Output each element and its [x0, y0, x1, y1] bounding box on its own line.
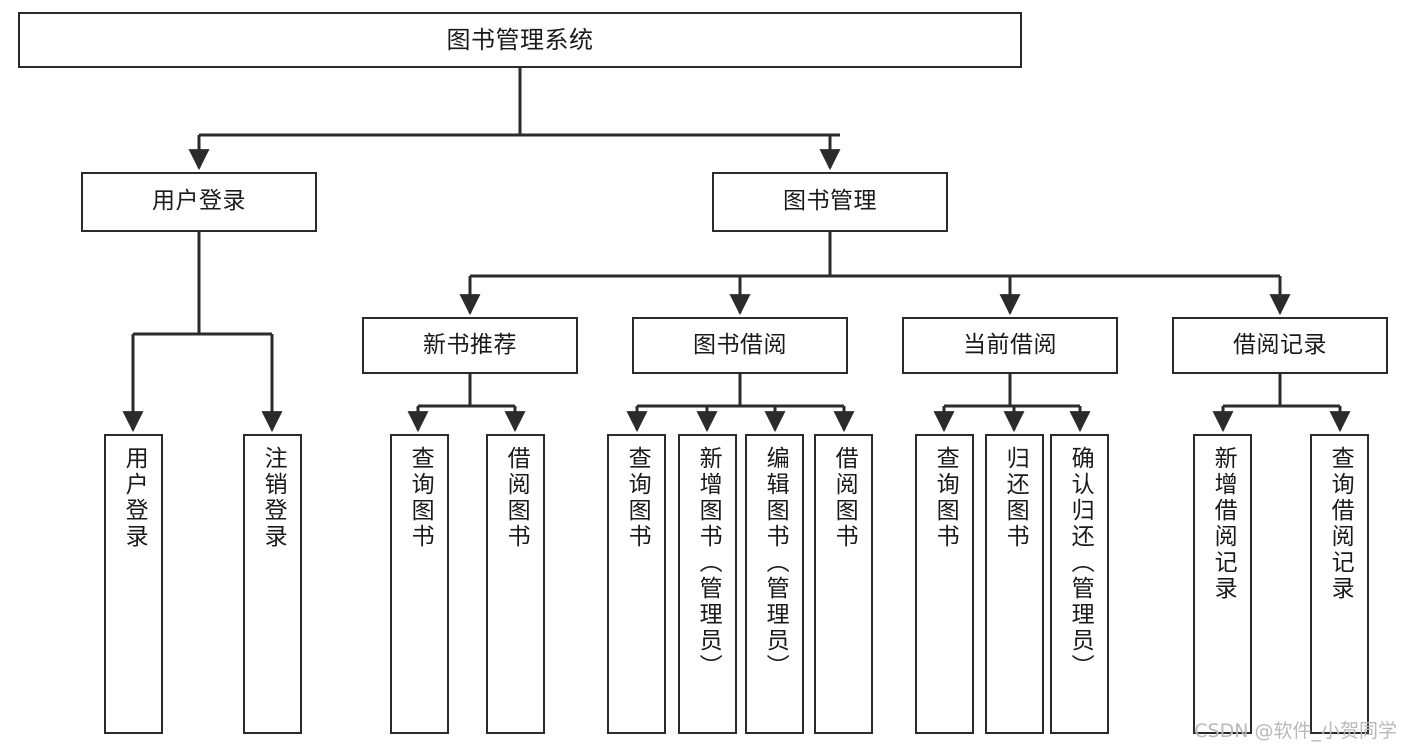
watermark: CSDN @软件_小贺同学: [1194, 720, 1397, 742]
node-label: 查询图书: [407, 446, 434, 550]
node-root-system[interactable]: 图书管理系统: [18, 12, 1022, 68]
node-borrow-record[interactable]: 借阅记录: [1172, 317, 1388, 374]
node-leaf-add-book-admin[interactable]: 新增图书（管理员）: [678, 434, 737, 734]
node-label: 查询借阅记录: [1327, 446, 1354, 602]
node-new-book-recommend[interactable]: 新书推荐: [362, 317, 578, 374]
node-user-login[interactable]: 用户登录: [81, 172, 317, 232]
node-label: 新书推荐: [423, 331, 517, 358]
node-leaf-confirm-return-admin[interactable]: 确认归还（管理员）: [1050, 434, 1109, 734]
node-leaf-add-borrow-record[interactable]: 新增借阅记录: [1193, 434, 1252, 734]
node-leaf-user-logout[interactable]: 注销登录: [243, 434, 302, 734]
node-label: 借阅图书: [503, 446, 530, 550]
node-label: 归还图书: [1002, 446, 1029, 550]
node-label: 借阅图书: [831, 446, 858, 550]
node-label: 用户登录: [152, 188, 246, 215]
node-label: 当前借阅: [963, 331, 1057, 358]
node-current-borrow[interactable]: 当前借阅: [902, 317, 1118, 374]
node-label: 新增借阅记录: [1210, 446, 1237, 602]
node-leaf-return-book[interactable]: 归还图书: [985, 434, 1044, 734]
node-label: 新增图书（管理员）: [695, 446, 722, 680]
node-label: 编辑图书（管理员）: [762, 446, 789, 680]
node-leaf-borrow-book[interactable]: 借阅图书: [814, 434, 873, 734]
node-label: 查询图书: [932, 446, 959, 550]
node-leaf-query-book-new[interactable]: 查询图书: [390, 434, 449, 734]
node-leaf-user-login[interactable]: 用户登录: [104, 434, 163, 734]
node-leaf-edit-book-admin[interactable]: 编辑图书（管理员）: [745, 434, 804, 734]
node-leaf-borrow-book-new[interactable]: 借阅图书: [486, 434, 545, 734]
node-label: 借阅记录: [1233, 331, 1327, 358]
node-leaf-query-book-current[interactable]: 查询图书: [915, 434, 974, 734]
node-label: 图书管理: [783, 188, 877, 215]
node-label: 查询图书: [624, 446, 651, 550]
node-book-management[interactable]: 图书管理: [712, 172, 948, 232]
node-label: 注销登录: [260, 446, 287, 550]
node-leaf-query-book-borrow[interactable]: 查询图书: [607, 434, 666, 734]
node-label: 图书借阅: [693, 331, 787, 358]
node-label: 确认归还（管理员）: [1067, 446, 1094, 680]
node-label: 图书管理系统: [446, 25, 594, 54]
node-book-borrow[interactable]: 图书借阅: [632, 317, 848, 374]
node-leaf-query-borrow-record[interactable]: 查询借阅记录: [1310, 434, 1369, 734]
node-label: 用户登录: [121, 446, 148, 550]
